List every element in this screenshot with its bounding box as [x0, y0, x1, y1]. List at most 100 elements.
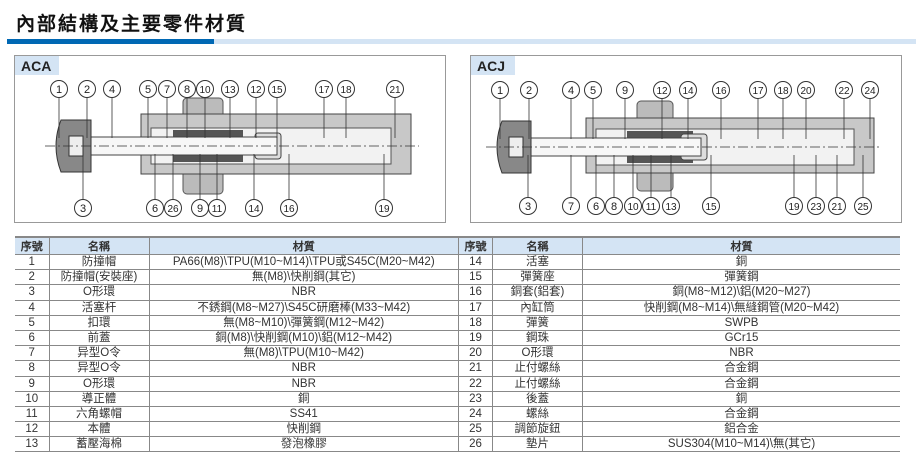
cell-material: NBR — [582, 345, 900, 362]
cell-no: 10 — [15, 391, 49, 407]
cell-name: 六角螺帽 — [48, 406, 149, 423]
title-underline-accent — [7, 39, 214, 44]
cell-name: 鋼珠 — [492, 330, 583, 347]
callout-number: 8 — [611, 201, 617, 213]
cell-no: 24 — [458, 406, 493, 423]
callout-circle — [785, 197, 803, 215]
cell-name: 蓄壓海棉 — [48, 436, 149, 453]
callout-number: 13 — [224, 85, 236, 96]
callout-circle — [268, 80, 286, 98]
cell-name: 銅套(鋁套) — [492, 284, 583, 301]
cell-no: 3 — [15, 284, 49, 301]
callout-number: 4 — [109, 84, 115, 96]
cell-no: 5 — [15, 315, 49, 331]
cell-material: 不銹鋼(M8~M27)\S45C研磨棒(M33~M42) — [148, 300, 458, 316]
callout-circle — [861, 81, 879, 99]
callout-circle — [749, 81, 767, 99]
cell-name: 扣環 — [48, 315, 149, 331]
header-no: 序號 — [15, 236, 49, 255]
callout-circle — [139, 80, 157, 98]
cell-material: 銅 — [582, 254, 900, 271]
cell-name: 彈簧座 — [492, 269, 583, 286]
cell-no: 6 — [15, 330, 49, 347]
cell-name: O形環 — [48, 376, 149, 392]
callout-number: 17 — [752, 86, 764, 97]
title-underline — [214, 39, 916, 44]
callout-circle — [642, 197, 660, 215]
callout-number: 9 — [197, 203, 203, 215]
accumulator-foam — [627, 155, 693, 163]
callout-circle — [247, 80, 265, 98]
callout-number: 11 — [646, 202, 657, 213]
cell-name: 調節旋鈕 — [492, 421, 583, 438]
callout-circle — [702, 197, 720, 215]
cell-name: 防撞帽(安裝座) — [48, 269, 149, 286]
cell-no: 4 — [15, 300, 49, 316]
callout-circle — [587, 197, 605, 215]
callout-circle — [164, 199, 182, 217]
callout-number: 19 — [788, 202, 800, 213]
callout-circle — [386, 80, 404, 98]
callout-circle — [315, 80, 333, 98]
cell-no: 16 — [458, 284, 493, 301]
page-title: 內部結構及主要零件材質 — [16, 13, 248, 35]
aca-label: ACA — [15, 56, 59, 75]
callout-number: 5 — [590, 85, 596, 97]
cell-name: 彈簧 — [492, 315, 583, 331]
cell-name: 防撞帽 — [48, 254, 149, 271]
callout-number: 19 — [378, 204, 390, 215]
callout-number: 21 — [831, 202, 843, 213]
callout-circle — [208, 199, 226, 217]
cell-name: 導正體 — [48, 391, 149, 407]
callout-number: 11 — [212, 204, 223, 215]
callout-circle — [679, 81, 697, 99]
cell-material: SUS304(M10~M14)\無(其它) — [582, 436, 900, 453]
cell-material: 銅 — [148, 391, 458, 407]
acj-label: ACJ — [471, 56, 515, 75]
callout-circle — [653, 81, 671, 99]
cell-material: 發泡橡膠 — [148, 436, 458, 453]
accumulator-foam — [627, 131, 693, 139]
cell-no: 14 — [458, 254, 493, 271]
callout-number: 20 — [800, 86, 812, 97]
callout-circle — [797, 81, 815, 99]
callout-number: 6 — [152, 203, 158, 215]
callout-circle — [196, 80, 214, 98]
header-name: 名稱 — [492, 236, 583, 255]
cell-no: 26 — [458, 436, 493, 453]
callout-circle — [519, 197, 537, 215]
callout-circle — [158, 80, 176, 98]
callout-number: 7 — [568, 201, 574, 213]
callout-circle — [178, 80, 196, 98]
cell-no: 23 — [458, 391, 493, 407]
callout-number: 10 — [627, 202, 639, 213]
callout-number: 3 — [525, 201, 531, 213]
callout-number: 13 — [665, 202, 677, 213]
callout-circle — [774, 81, 792, 99]
cell-name: 本體 — [48, 421, 149, 438]
callout-number: 12 — [250, 85, 262, 96]
cell-material: 合金鋼 — [582, 406, 900, 423]
cell-no: 25 — [458, 421, 493, 438]
callout-number: 14 — [248, 204, 260, 215]
cell-material: 銅 — [582, 391, 900, 407]
callout-number: 22 — [838, 86, 850, 97]
cell-material: 無(M8~M10)\彈簧鋼(M12~M42) — [148, 315, 458, 331]
callout-number: 16 — [283, 204, 295, 215]
